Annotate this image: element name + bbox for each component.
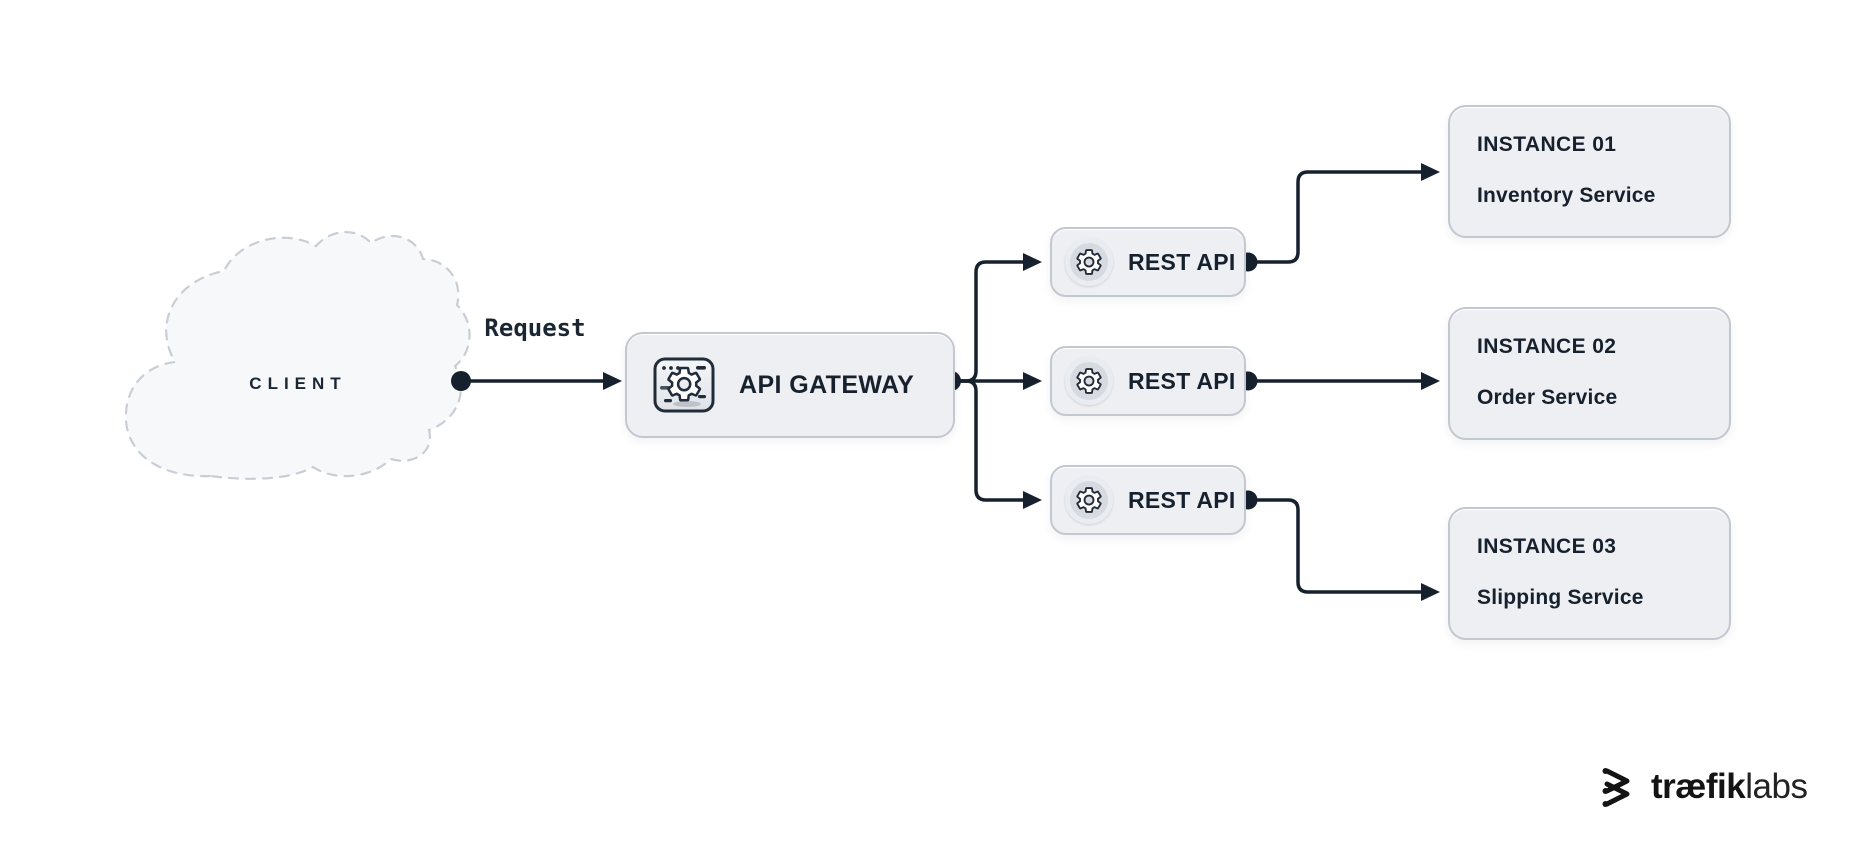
- traefik-chevrons-icon: [1602, 768, 1630, 807]
- logo-brand-bold: træfik: [1651, 766, 1746, 806]
- api-gateway-label: API GATEWAY: [739, 370, 915, 399]
- rest-api-label: REST API: [1128, 248, 1236, 275]
- rest-api-label: REST API: [1128, 367, 1236, 394]
- gear-icon: [1065, 357, 1113, 405]
- api-gateway-icon: [653, 357, 715, 413]
- rest-api-node-1: REST API: [1050, 227, 1246, 297]
- connector-rest3-instance3: [1248, 498, 1424, 594]
- rest-api-node-3: REST API: [1050, 465, 1246, 535]
- gateway-branch-bottom: [951, 379, 1026, 502]
- branch-top-arrowhead: [1023, 253, 1042, 271]
- instance-node-2: INSTANCE 02 Order Service: [1448, 307, 1731, 440]
- connector1-arrowhead: [1421, 163, 1440, 181]
- instance-title: INSTANCE 02: [1477, 335, 1617, 358]
- instance-service-name: Order Service: [1477, 386, 1618, 409]
- logo-brand-light: labs: [1745, 766, 1808, 806]
- api-gateway-node: API GATEWAY: [625, 332, 955, 438]
- client-connector-dot: [451, 371, 471, 391]
- logo-wordmark: træfiklabs: [1651, 766, 1808, 806]
- instance-node-3: INSTANCE 03 Slipping Service: [1448, 507, 1731, 640]
- instance-service-name: Slipping Service: [1477, 586, 1644, 609]
- branch-middle-arrowhead: [1023, 372, 1042, 390]
- gateway-branch-top: [951, 260, 1026, 383]
- rest-api-node-2: REST API: [1050, 346, 1246, 416]
- client-cloud-shape: [124, 230, 471, 480]
- request-arrowhead: [603, 372, 622, 390]
- instance-title: INSTANCE 03: [1477, 535, 1617, 558]
- instance-node-1: INSTANCE 01 Inventory Service: [1448, 105, 1731, 238]
- branch-bottom-arrowhead: [1023, 491, 1042, 509]
- gear-icon: [1065, 476, 1113, 524]
- connector-rest1-instance1: [1248, 170, 1424, 264]
- connector3-arrowhead: [1421, 583, 1440, 601]
- rest-api-label: REST API: [1128, 486, 1236, 513]
- connector2-arrowhead: [1421, 372, 1440, 390]
- request-label: Request: [484, 314, 586, 342]
- gear-icon: [1065, 238, 1113, 286]
- client-node-label: CLIENT: [249, 374, 347, 393]
- instance-title: INSTANCE 01: [1477, 133, 1617, 156]
- traefiklabs-logo: træfiklabs: [1598, 764, 1808, 808]
- instance-service-name: Inventory Service: [1477, 184, 1656, 207]
